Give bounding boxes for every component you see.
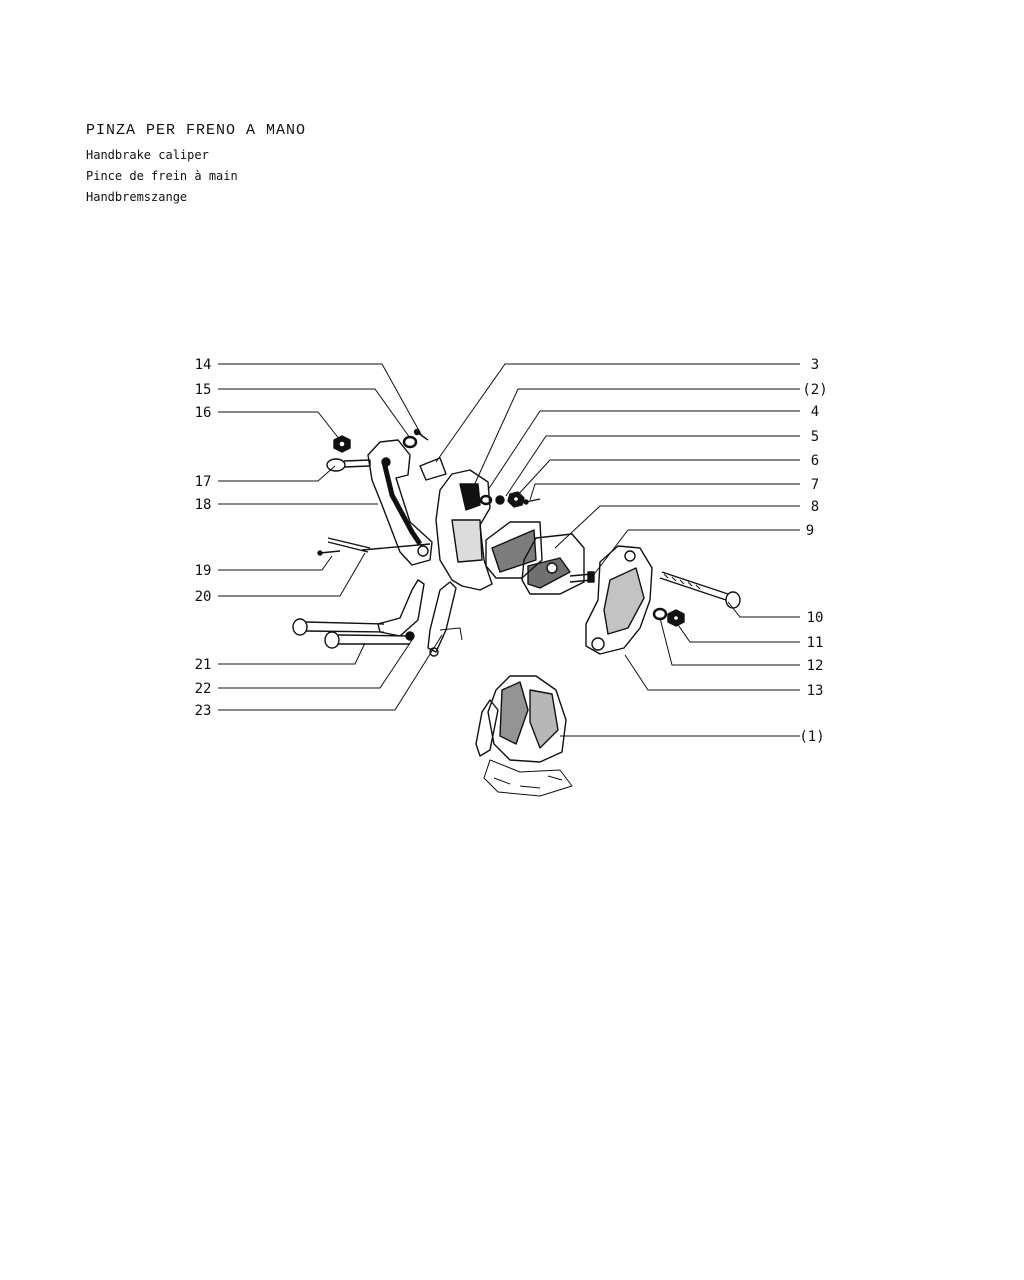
leader-11 xyxy=(675,621,800,643)
callout-15: 15 xyxy=(195,382,212,398)
leader-6 xyxy=(514,459,800,499)
part-11-nut xyxy=(667,609,685,627)
leader-22 xyxy=(218,639,413,689)
callout-22: 22 xyxy=(195,681,212,697)
subtitle-english: Handbrake caliper xyxy=(86,148,209,162)
part-17-bolt xyxy=(326,458,371,472)
leader-23 xyxy=(218,634,443,711)
leader-17 xyxy=(218,465,336,482)
leader-14 xyxy=(218,363,423,437)
callout-10: 10 xyxy=(807,610,824,626)
callout-12: 12 xyxy=(807,658,824,674)
callout-16: 16 xyxy=(195,405,212,421)
part-12-washer xyxy=(652,607,668,621)
leader-12 xyxy=(659,617,800,666)
part-4-washer xyxy=(479,494,493,506)
callout-3: 3 xyxy=(811,357,819,373)
part-15-washer xyxy=(402,435,418,449)
leader-4 xyxy=(487,410,800,491)
leader-16 xyxy=(218,411,341,441)
part-8-pad-carrier xyxy=(521,533,585,595)
part-14-pin xyxy=(413,428,429,441)
part-13-caliper-half xyxy=(585,545,653,655)
part-7-screw xyxy=(523,498,541,505)
part-20-rod xyxy=(327,537,431,553)
part-1-assembled-caliper xyxy=(475,675,573,797)
leader-20 xyxy=(218,552,366,597)
leader-2 xyxy=(471,388,800,491)
callout-5: 5 xyxy=(811,429,819,445)
leader-13 xyxy=(624,654,800,691)
callout-8: 8 xyxy=(811,499,819,515)
leader-15 xyxy=(218,388,411,439)
callout-1: (1) xyxy=(799,729,824,745)
callout-21: 21 xyxy=(195,657,212,673)
callout-4: 4 xyxy=(811,404,819,420)
page-title: PINZA PER FRENO A MANO xyxy=(86,122,307,139)
callout-19: 19 xyxy=(195,563,212,579)
part-9-stud xyxy=(569,571,595,583)
leader-7 xyxy=(529,483,800,501)
part-19-small-pin xyxy=(317,550,341,556)
leader-8 xyxy=(554,505,800,549)
part-23-link-plate xyxy=(427,581,463,657)
part-22-link-arm xyxy=(377,579,425,641)
part-5-bushing xyxy=(495,495,505,505)
subtitle-french: Pince de frein à main xyxy=(86,169,238,183)
callout-13: 13 xyxy=(807,683,824,699)
callout-9: 9 xyxy=(806,523,814,539)
leader-10 xyxy=(727,601,800,618)
part-21-bolts xyxy=(292,618,411,649)
leader-21 xyxy=(218,642,366,665)
leader-5 xyxy=(505,435,800,497)
part-10-long-bolt xyxy=(659,571,741,609)
part-3-caliper-housing xyxy=(419,457,493,591)
callout-20: 20 xyxy=(195,589,212,605)
callout-7: 7 xyxy=(811,477,819,493)
part-18-lever xyxy=(367,439,433,566)
callout-23: 23 xyxy=(195,703,212,719)
callout-11: 11 xyxy=(807,635,824,651)
header: PINZA PER FRENO A MANO Handbrake caliper… xyxy=(86,122,306,208)
part-6-nut xyxy=(507,491,525,508)
callout-2: (2) xyxy=(802,382,827,398)
leader-9 xyxy=(591,529,800,578)
callout-17: 17 xyxy=(195,474,212,490)
leader-3 xyxy=(435,363,800,463)
callout-18: 18 xyxy=(195,497,212,513)
callout-14: 14 xyxy=(195,357,212,373)
leader-19 xyxy=(218,555,333,571)
part-16-nut xyxy=(333,435,351,453)
subtitle-german: Handbremszange xyxy=(86,190,188,204)
callout-6: 6 xyxy=(811,453,819,469)
